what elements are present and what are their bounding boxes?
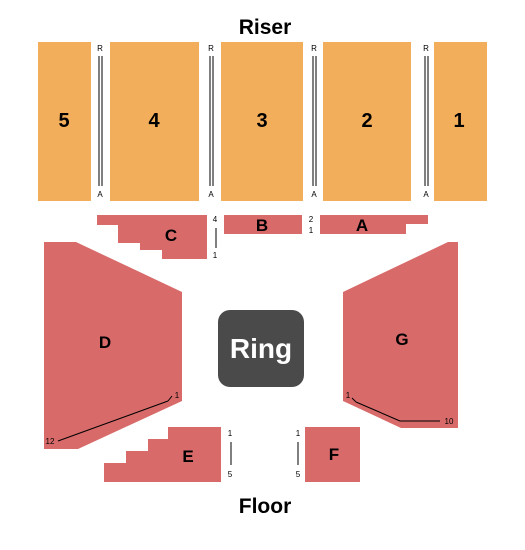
section-f-row-bottom: 5: [296, 470, 301, 479]
section-b[interactable]: B 2 1: [224, 215, 314, 235]
riser-section-5[interactable]: 5: [38, 42, 91, 201]
section-b-row-top: 2: [309, 215, 314, 224]
section-d[interactable]: D 1 12: [44, 242, 182, 449]
aisle-4-top-label: R: [423, 44, 429, 53]
ring-label: Ring: [230, 333, 292, 364]
riser-section-5-label: 5: [58, 110, 69, 132]
section-e[interactable]: E 1 5: [104, 427, 233, 482]
section-e-label: E: [182, 447, 193, 466]
riser-title: Riser: [239, 16, 292, 39]
floor-title: Floor: [239, 495, 292, 518]
section-g-row-end: 10: [445, 417, 454, 426]
section-a[interactable]: A: [320, 215, 428, 235]
riser-section-3-label: 3: [256, 110, 267, 132]
riser-aisle-3: R A: [311, 44, 317, 199]
riser-section-2-label: 2: [361, 110, 372, 132]
riser-section-1-label: 1: [453, 110, 464, 132]
section-d-row-start: 1: [175, 391, 180, 400]
section-e-row-top: 1: [228, 429, 233, 438]
section-a-label: A: [356, 216, 368, 235]
section-f[interactable]: F 1 5: [296, 427, 360, 482]
aisle-3-top-label: R: [311, 44, 317, 53]
section-d-label: D: [99, 333, 111, 352]
ring[interactable]: Ring: [218, 310, 304, 387]
aisle-1-top-label: R: [97, 44, 103, 53]
section-d-row-end: 12: [46, 437, 55, 446]
aisle-3-bottom-label: A: [311, 190, 317, 199]
section-g-row-start: 1: [346, 391, 351, 400]
section-c-label: C: [165, 226, 177, 245]
section-c[interactable]: C 4 1: [97, 215, 218, 260]
riser-section-1[interactable]: 1: [434, 42, 487, 201]
aisle-1-bottom-label: A: [97, 190, 103, 199]
section-f-row-top: 1: [296, 429, 301, 438]
section-g-label: G: [395, 330, 408, 349]
aisle-4-bottom-label: A: [423, 190, 429, 199]
riser-aisle-2: R A: [208, 44, 214, 199]
section-b-row-bottom: 1: [309, 226, 314, 235]
riser-aisle-1: R A: [97, 44, 103, 199]
section-f-label: F: [329, 445, 339, 464]
section-c-row-top: 4: [213, 215, 218, 224]
riser-section-3[interactable]: 3: [221, 42, 303, 201]
section-b-label: B: [256, 216, 268, 235]
riser-section-4[interactable]: 4: [110, 42, 199, 201]
aisle-2-top-label: R: [208, 44, 214, 53]
riser-section-2[interactable]: 2: [323, 42, 411, 201]
riser-section-4-label: 4: [148, 110, 160, 132]
section-e-row-bottom: 5: [228, 470, 233, 479]
section-g[interactable]: G 1 10: [343, 242, 458, 428]
aisle-2-bottom-label: A: [208, 190, 214, 199]
riser-aisle-4: R A: [423, 44, 429, 199]
section-c-row-bottom: 1: [213, 251, 218, 260]
